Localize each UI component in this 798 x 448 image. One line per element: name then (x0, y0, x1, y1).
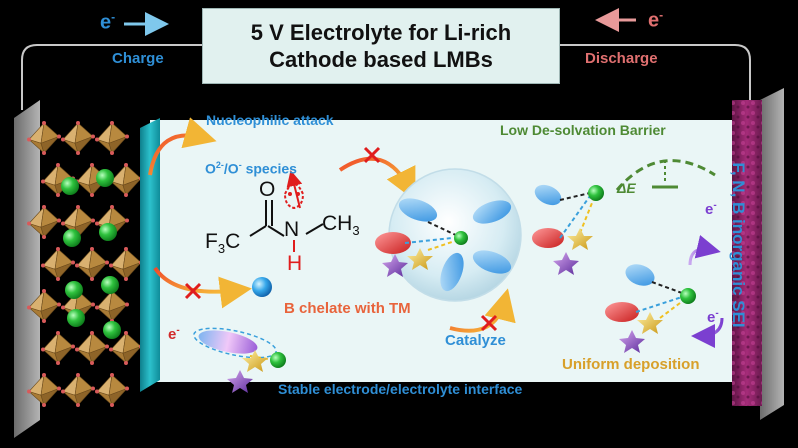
lattice-octahedron (95, 373, 129, 407)
lattice-octahedron (27, 373, 61, 407)
molecule-methyl: CH3 (322, 212, 360, 239)
interface-cluster (193, 327, 286, 393)
deposition-cluster (605, 264, 696, 353)
molecule-bonds (249, 200, 324, 237)
charge-label: Charge (112, 50, 164, 67)
electron-label-anode-upper: e- (705, 200, 717, 218)
lattice-lithium-ion (96, 169, 114, 187)
electron-label-left: e- (100, 10, 116, 34)
lattice-octahedron (41, 331, 75, 365)
electron-label-interface: e- (168, 325, 180, 343)
blocked-attack-arrow (338, 156, 416, 201)
electron-label-right: e- (648, 8, 664, 32)
lattice-lithium-ion (67, 309, 85, 327)
lattice-octahedron (95, 289, 129, 323)
desolvation-cluster (532, 184, 604, 275)
lattice-lithium-ion (101, 276, 119, 294)
lattice-lithium-ion (103, 321, 121, 339)
nucleophilic-attack-arrow (148, 117, 217, 176)
lattice-octahedron (75, 331, 109, 365)
solvation-cluster-center (398, 198, 512, 292)
lattice-octahedron (109, 247, 143, 281)
desolvation-energy-curve (615, 159, 716, 191)
blocked-cross-top (363, 146, 381, 164)
electron-arrow-lower (691, 317, 724, 348)
title-line-1: 5 V Electrolyte for Li-rich (250, 20, 512, 45)
right-current-collector (760, 88, 784, 420)
molecule-nitrogen: N (284, 218, 300, 241)
molecule-cf3: F3C (205, 230, 241, 257)
title-box: 5 V Electrolyte for Li-rich Cathode base… (202, 8, 560, 84)
lattice-octahedron (27, 121, 61, 155)
lone-pair-dot-right (296, 192, 300, 196)
lone-pair-dot-left (288, 192, 292, 196)
lone-pair-marker (283, 183, 305, 210)
lattice-octahedron (109, 163, 143, 197)
blocked-cross-left (184, 282, 202, 300)
blocked-cross-catalyze (480, 314, 498, 332)
molecule-hydrogen: H (287, 252, 303, 275)
uniform-deposition-label: Uniform deposition (562, 356, 700, 373)
delta-e-label: ΔE (617, 180, 636, 196)
circuit-wire (21, 44, 751, 110)
sei-label: F, N, B inorganic SEI (729, 162, 748, 328)
catalyze-label: Catalyze (445, 332, 506, 349)
stable-interface-label: Stable electrode/electrolyte interface (278, 381, 523, 397)
electron-arrow-upper (688, 234, 721, 266)
nucleophilic-attack-label: Nucleophilic attack (206, 112, 334, 128)
molecule-oxygen: O (259, 178, 276, 201)
lattice-octahedron (61, 373, 95, 407)
transition-metal-ion (252, 277, 272, 297)
b-chelate-label: B chelate with TM (284, 300, 411, 317)
lattice-octahedron (41, 247, 75, 281)
electron-label-anode-lower: e- (707, 308, 719, 326)
lattice-lithium-ion (61, 177, 79, 195)
lattice-octahedron (27, 205, 61, 239)
lattice-octahedron (109, 331, 143, 365)
lattice-lithium-ion (65, 281, 83, 299)
cathode-lattice (27, 121, 143, 407)
blocked-tm-arrow (153, 266, 252, 309)
lattice-octahedron (75, 247, 109, 281)
lattice-octahedron (95, 121, 129, 155)
low-desolvation-label: Low De-solvation Barrier (500, 122, 666, 138)
lithium-anode (732, 100, 762, 406)
lattice-octahedron (61, 121, 95, 155)
species-label: O2-/O- species (205, 160, 297, 177)
cathode-interphase-strip (140, 118, 160, 392)
lattice-lithium-ion (63, 229, 81, 247)
species-attack-arrow (286, 170, 303, 209)
discharge-label: Discharge (585, 50, 658, 67)
lattice-octahedron (27, 289, 61, 323)
solvation-cluster-left (375, 232, 453, 277)
title-line-2: Cathode based LMBs (269, 47, 493, 72)
lattice-lithium-ion (99, 223, 117, 241)
left-current-collector (14, 100, 40, 438)
